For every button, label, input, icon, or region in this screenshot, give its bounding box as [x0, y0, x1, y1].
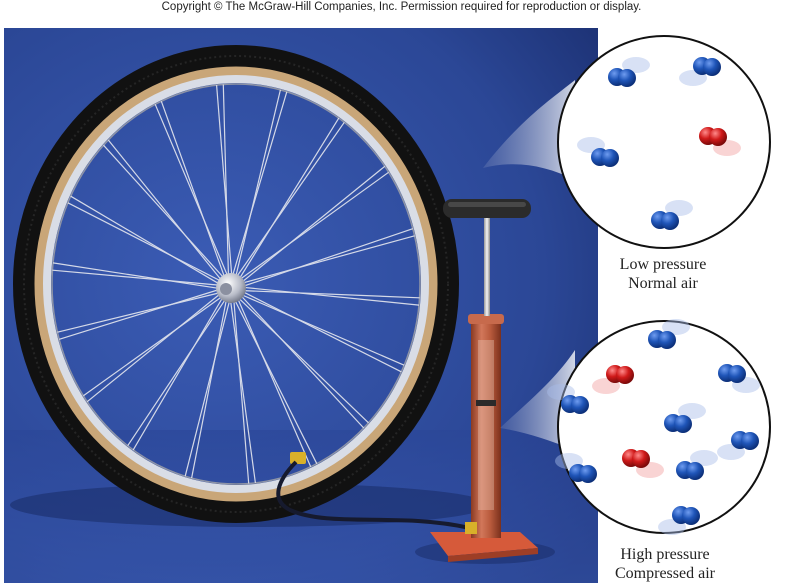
low-pressure-circle — [557, 35, 771, 249]
spoke — [236, 235, 415, 286]
spoke — [222, 84, 230, 282]
blue-molecule — [718, 364, 760, 393]
spoke — [86, 289, 225, 403]
magnify-cone-low — [483, 80, 575, 180]
pump-piston — [476, 400, 496, 406]
spoke — [160, 100, 228, 283]
spoke — [233, 89, 281, 283]
high-pressure-caption: High pressure Compressed air — [595, 545, 735, 583]
red-molecule — [699, 127, 741, 156]
low-pressure-caption: Low pressure Normal air — [598, 255, 728, 293]
spoke — [236, 291, 365, 429]
blue-molecule — [658, 506, 700, 535]
blue-molecule — [676, 450, 718, 480]
bicycle-pump — [430, 199, 538, 562]
spoke — [234, 293, 312, 468]
spoke — [83, 292, 227, 397]
spoke — [52, 262, 225, 290]
low-pressure-label: Low pressure — [619, 256, 707, 273]
pump-handle — [443, 199, 531, 218]
blue-molecule — [648, 319, 690, 349]
spoke — [52, 269, 225, 287]
spoke — [237, 288, 402, 373]
high-pressure-label: High pressure — [620, 546, 710, 563]
tire-sidewall — [34, 66, 438, 502]
spoke — [234, 293, 369, 424]
blue-molecule — [555, 453, 597, 483]
spoke — [237, 165, 386, 287]
red-molecule — [592, 365, 634, 394]
blue-molecule — [717, 431, 759, 460]
spoke — [191, 293, 229, 479]
blue-molecule — [679, 57, 721, 86]
spokes — [52, 84, 420, 484]
spoke — [59, 287, 225, 340]
spoke — [235, 117, 340, 284]
blue-molecule — [651, 200, 693, 230]
spoke — [127, 294, 230, 447]
spoke — [230, 91, 288, 282]
spoke — [237, 286, 420, 306]
copyright-notice: Copyright © The McGraw-Hill Companies, I… — [161, 1, 642, 13]
spoke — [67, 202, 226, 285]
blue-molecule — [577, 137, 619, 167]
spoke — [232, 294, 250, 484]
spoke — [237, 228, 413, 289]
high-pressure-molecules — [547, 319, 760, 535]
spoke — [57, 290, 226, 333]
spoke — [70, 195, 225, 288]
spoke — [232, 121, 345, 282]
spoke — [103, 144, 228, 283]
magnify-cone-high — [500, 350, 575, 450]
spoke — [236, 291, 405, 366]
pump-hose — [276, 460, 471, 530]
high-pressure-circle — [557, 320, 771, 534]
spoke — [229, 294, 256, 483]
valve-connector — [290, 452, 306, 464]
spoke — [154, 104, 231, 282]
blue-molecule — [608, 57, 650, 87]
spoke — [184, 294, 232, 477]
spoke — [107, 139, 226, 285]
blue-molecule — [547, 384, 589, 414]
low-pressure-molecules — [577, 57, 741, 230]
pump-barrel — [471, 320, 501, 538]
spoke — [132, 292, 227, 451]
rim — [43, 75, 429, 493]
spoke — [216, 85, 233, 282]
compressed-air-label: Compressed air — [615, 565, 715, 582]
bicycle-wheel — [13, 45, 459, 523]
spoke — [237, 289, 420, 299]
normal-air-label: Normal air — [628, 275, 698, 292]
spoke — [231, 294, 318, 464]
spoke — [235, 171, 389, 284]
pump-footplate — [430, 532, 538, 556]
red-molecule — [622, 449, 664, 478]
blue-molecule — [664, 403, 706, 433]
pump-rod — [484, 214, 490, 316]
